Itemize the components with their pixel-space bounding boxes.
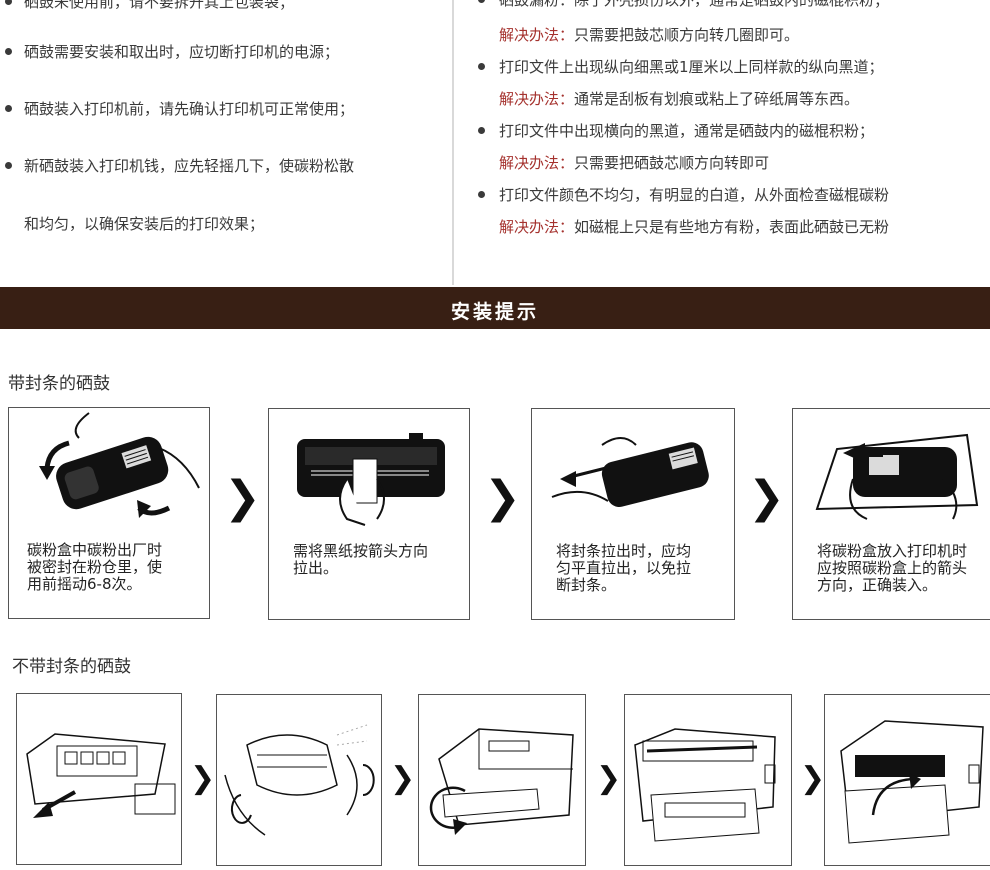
step-caption: 将碳粉盒放入打印机时 应按照碳粉盒上的箭头 方向，正确装入。 bbox=[817, 542, 968, 594]
group-label-with-seal: 带封条的硒鼓 bbox=[8, 374, 110, 394]
step-card: 需将黑纸按箭头方向 拉出。 bbox=[268, 408, 470, 620]
step-card bbox=[418, 694, 586, 866]
step-caption: 将封条拉出时，应均 匀平直拉出，以免拉 断封条。 bbox=[556, 542, 692, 594]
step-card bbox=[216, 694, 382, 866]
pull-seal-icon bbox=[551, 437, 709, 507]
open-printer-cover-icon bbox=[429, 728, 574, 835]
notes-section: 硒鼓未使用前，请不要拆开其上包装袋； 硒鼓需要安装和取出时，应切断打印机的电源；… bbox=[0, 0, 990, 285]
solution-item: 解决办法：通常是刮板有划痕或粘上了碎纸屑等东西。 bbox=[499, 90, 860, 108]
insert-cartridge-icon bbox=[815, 433, 979, 520]
group-label-without-seal: 不带封条的硒鼓 bbox=[12, 657, 131, 677]
rock-cartridge-icon bbox=[224, 724, 375, 836]
section-title: 安装提示 bbox=[450, 301, 539, 323]
list-item: 硒鼓需要安装和取出时，应切断打印机的电源； bbox=[5, 42, 339, 62]
printer-open-icon bbox=[634, 728, 776, 842]
section-header-bar: 安装提示 bbox=[0, 287, 990, 329]
chevron-right-icon: ❯ bbox=[190, 761, 216, 796]
step-caption: 碳粉盒中碳粉出厂时 被密封在粉仓里，使 用前摇动6-8次。 bbox=[27, 541, 163, 593]
step-card bbox=[624, 694, 792, 866]
column-divider bbox=[452, 0, 454, 285]
list-item-continuation: 和均匀，以确保安装后的打印效果； bbox=[24, 215, 265, 233]
list-item: 硒鼓未使用前，请不要拆开其上包装袋； bbox=[5, 0, 294, 12]
problem-item: 硒鼓漏粉：除了外壳损伤以外，通常是硒鼓内的磁棍积粉； bbox=[478, 0, 889, 10]
problem-item: 打印文件中出现横向的黑道，通常是硒鼓内的磁棍积粉； bbox=[478, 121, 874, 141]
step-caption: 需将黑纸按箭头方向 拉出。 bbox=[293, 542, 429, 577]
unpack-cartridge-icon bbox=[26, 733, 176, 818]
problem-item: 打印文件颜色不均匀，有明显的白道，从外面检查磁棍碳粉 bbox=[478, 185, 889, 205]
step-card: 将封条拉出时，应均 匀平直拉出，以免拉 断封条。 bbox=[531, 408, 735, 620]
step-card bbox=[16, 693, 182, 865]
install-cartridge-printer-icon bbox=[840, 720, 984, 844]
remove-black-paper-icon bbox=[297, 433, 445, 526]
step-card: 碳粉盒中碳粉出厂时 被密封在粉仓里，使 用前摇动6-8次。 bbox=[8, 407, 210, 619]
step-card: 将碳粉盒放入打印机时 应按照碳粉盒上的箭头 方向，正确装入。 bbox=[792, 408, 990, 620]
solution-item: 解决办法：只需要把硒鼓芯顺方向转即可 bbox=[499, 154, 770, 172]
problem-item: 打印文件上出现纵向细黑或1厘米以上同样款的纵向黑道； bbox=[478, 57, 884, 77]
chevron-right-icon: ❯ bbox=[596, 761, 622, 796]
list-item: 新硒鼓装入打印机钱，应先轻摇几下，使碳粉松散 bbox=[5, 156, 354, 176]
solution-item: 解决办法：只需要把鼓芯顺方向转几圈即可。 bbox=[499, 26, 800, 44]
chevron-right-icon: ❯ bbox=[224, 472, 261, 523]
chevron-right-icon: ❯ bbox=[800, 761, 826, 796]
shake-cartridge-icon bbox=[39, 412, 200, 518]
chevron-right-icon: ❯ bbox=[748, 472, 785, 523]
chevron-right-icon: ❯ bbox=[390, 761, 416, 796]
chevron-right-icon: ❯ bbox=[484, 472, 521, 523]
step-card bbox=[824, 694, 990, 866]
list-item: 硒鼓装入打印机前，请先确认打印机可正常使用； bbox=[5, 99, 354, 119]
solution-item: 解决办法：如磁棍上只是有些地方有粉，表面此硒鼓已无粉 bbox=[499, 218, 890, 236]
